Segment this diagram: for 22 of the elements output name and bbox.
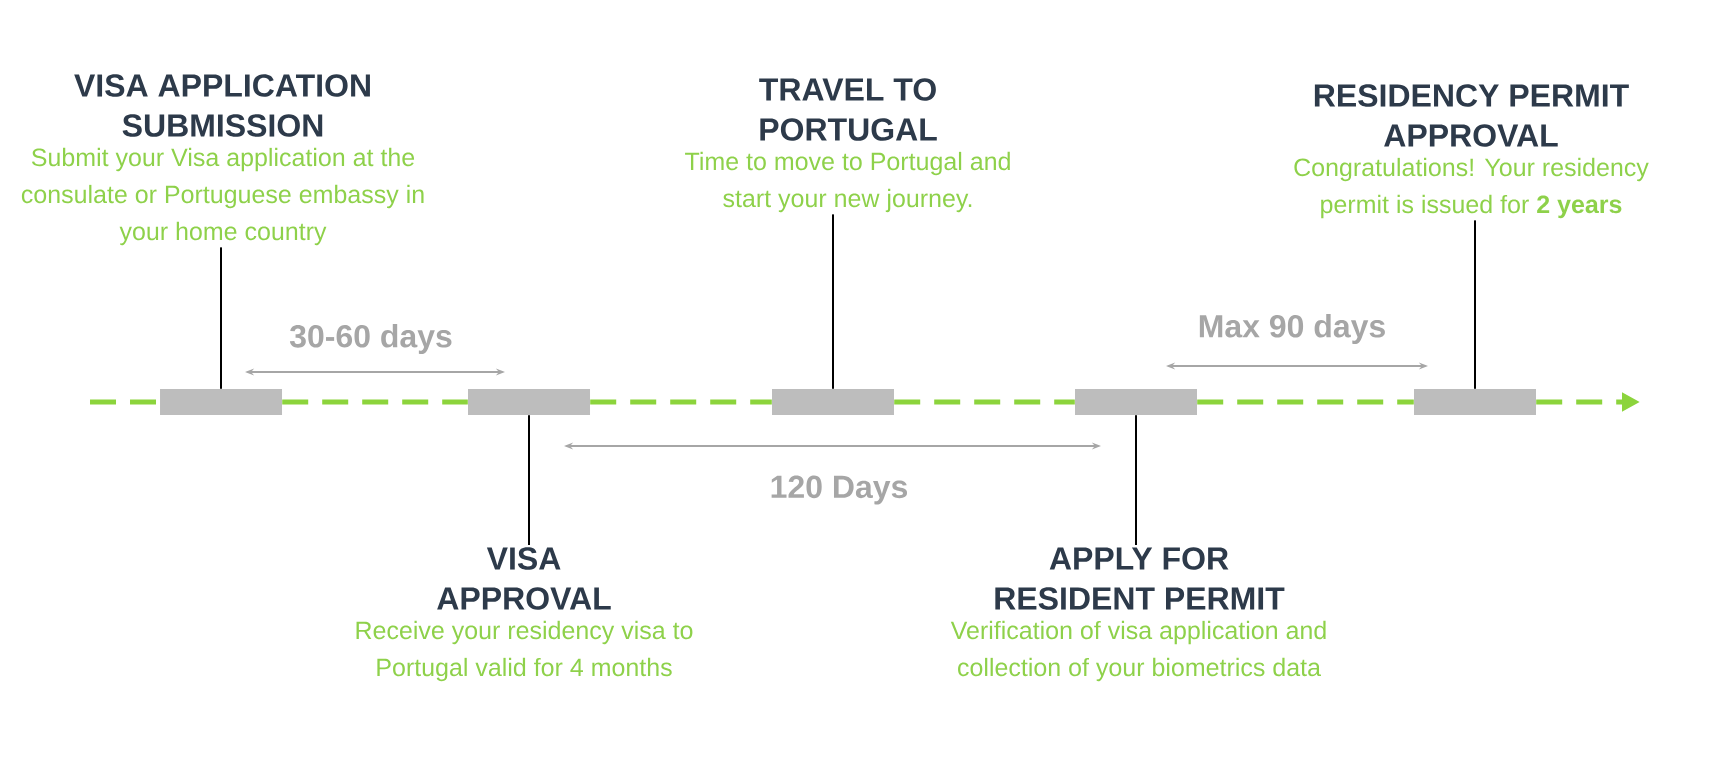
timeline-segment: [1197, 399, 1414, 405]
milestone-bar: [468, 389, 590, 415]
milestone-bar: [160, 389, 282, 415]
step-text: TRAVEL TO PORTUGAL Time to move to Portugal and start your new journey.: [685, 78, 1010, 213]
milestone-bar: [772, 389, 894, 415]
timeline-segment: [590, 399, 772, 405]
step-text: APPLY FOR RESIDENT PERMIT Verification of visa application and collection of your biometrics data: [950, 547, 1326, 682]
milestone-bar: [1075, 389, 1197, 415]
step-text: RESIDENCY PERMIT APPROVAL Congratulations! Your residency permit is issued for 2 years: [1294, 84, 1649, 219]
milestone-bar: [1414, 389, 1536, 415]
leader-line: [220, 246, 222, 390]
duration-label: Max 90 days: [1199, 314, 1385, 344]
duration-label: 30-60 days: [289, 324, 452, 354]
timeline-segment: [894, 399, 1075, 405]
step-text: VISA APPLICATION SUBMISSION Submit your Visa application at the consulate or Portuguese embassy in your home country: [21, 74, 424, 246]
step-text: VISA APPROVAL Receive your residency visa to Portugal valid for 4 months: [356, 547, 693, 682]
leader-line: [1135, 414, 1137, 546]
duration-label: 120 Days: [771, 475, 908, 505]
leader-line: [1474, 219, 1476, 390]
leader-line: [528, 414, 530, 546]
timeline-segment: [282, 399, 468, 405]
leader-line: [832, 213, 834, 390]
